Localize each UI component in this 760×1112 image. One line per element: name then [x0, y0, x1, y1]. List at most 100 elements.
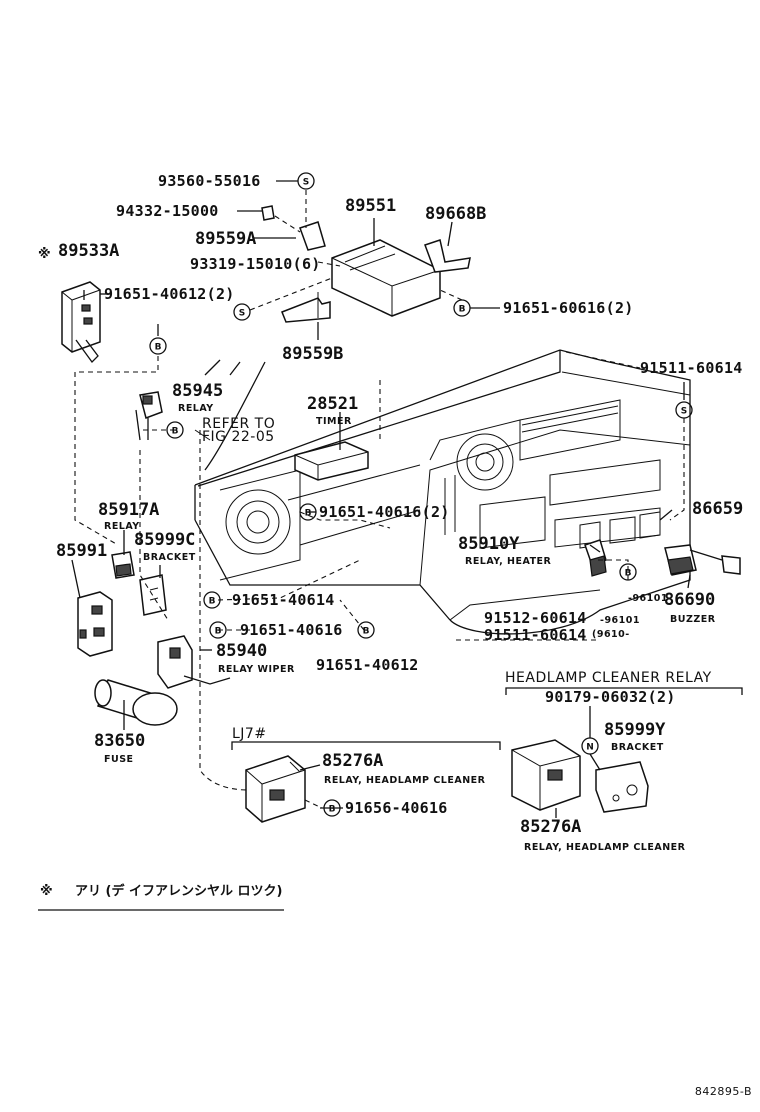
- symbol-b-3: B: [166, 421, 184, 439]
- svg-text:S: S: [681, 407, 687, 417]
- label-91651-60616-2: 91651-60616(2): [503, 299, 634, 317]
- symbol-b-7: B: [209, 621, 227, 639]
- label-91511-60614-top: 91511-60614: [640, 359, 743, 377]
- bracket-89559b-drawing: [281, 292, 331, 323]
- label-89533a: 89533A: [58, 241, 119, 261]
- bracket-89559a-drawing: [261, 205, 326, 251]
- caption-timer: TIMER: [316, 416, 352, 427]
- relay-85276a-drawing: [511, 739, 581, 811]
- label-86690: 86690: [664, 590, 715, 610]
- label-89559b: 89559B: [282, 344, 343, 364]
- relay-85276a-lj7-drawing: [245, 755, 306, 823]
- svg-text:S: S: [303, 178, 309, 188]
- instrument-panel-drawing: [194, 349, 691, 635]
- relay-89533a-drawing: [61, 281, 101, 363]
- label-86659: 86659: [692, 499, 743, 519]
- relay-85940-drawing: [157, 635, 231, 689]
- relay-85910y-drawing: [584, 539, 607, 577]
- caption-fig-22-05: FIG 22-05: [202, 429, 275, 445]
- caption-fuse: FUSE: [104, 754, 134, 765]
- label-91651-40616: 91651-40616: [240, 621, 343, 639]
- symbol-s-1: S: [297, 172, 315, 190]
- buzzer-86690-drawing: [664, 544, 741, 576]
- asterisk-mark: ※: [38, 247, 51, 262]
- caption-bracket-1: BRACKET: [143, 552, 196, 563]
- leader-lines: [71, 180, 691, 818]
- svg-text:N: N: [586, 743, 594, 753]
- fuse-83650-drawing: [94, 679, 178, 726]
- caption-refer-to: REFER TO: [202, 416, 275, 432]
- group-brackets: [231, 687, 743, 750]
- svg-text:B: B: [625, 569, 632, 579]
- footnote-mark: ※: [40, 884, 53, 899]
- caption-relay-wiper: RELAY WIPER: [218, 664, 295, 675]
- label-85940: 85940: [216, 641, 267, 661]
- bracket-85999y-drawing: [595, 761, 649, 813]
- label-94332-15000: 94332-15000: [116, 202, 219, 220]
- symbol-s-2: S: [233, 303, 251, 321]
- caption-relay-headlamp-cleaner-2: RELAY, HEADLAMP CLEANER: [524, 842, 686, 853]
- label-83650: 83650: [94, 731, 145, 751]
- label-89551: 89551: [345, 196, 396, 216]
- label-9610: (9610-: [592, 629, 630, 640]
- symbol-b-8: B: [357, 621, 375, 639]
- symbol-n-1: N: [581, 737, 599, 755]
- ecu-89551-drawing: [331, 239, 441, 317]
- symbol-b-9: B: [323, 799, 341, 817]
- caption-relay-headlamp-cleaner-1: RELAY, HEADLAMP CLEANER: [324, 775, 486, 786]
- svg-text:B: B: [329, 805, 336, 815]
- label-85276a-lj7: 85276A: [322, 751, 383, 771]
- svg-text:B: B: [209, 597, 216, 607]
- figure-id: 842895-B: [695, 1085, 752, 1098]
- symbol-b-4: B: [299, 503, 317, 521]
- symbol-b-2: B: [453, 299, 471, 317]
- svg-text:B: B: [305, 509, 312, 519]
- caption-buzzer: BUZZER: [670, 614, 716, 625]
- svg-text:S: S: [239, 309, 245, 319]
- footnote-text: アリ (デ イフアレンシヤル ロツク): [75, 883, 282, 899]
- label-89668b: 89668B: [425, 204, 486, 224]
- label-85917a: 85917A: [98, 500, 159, 520]
- label-91511-60614-bot: 91511-60614: [484, 626, 587, 644]
- footnote: ※ アリ (デ イフアレンシヤル ロツク): [38, 883, 284, 911]
- symbol-b-5: B: [619, 563, 637, 581]
- caption-relay-2: RELAY: [104, 521, 140, 532]
- svg-text:B: B: [155, 343, 162, 353]
- label-93560-55016: 93560-55016: [158, 172, 261, 190]
- label-93319-15010: 93319-15010(6): [190, 255, 321, 273]
- relay-85945-drawing: [135, 391, 163, 441]
- label-85910y: 85910Y: [458, 534, 520, 554]
- bracket-89668b-drawing: [424, 239, 471, 273]
- caption-relay-1: RELAY: [178, 403, 214, 414]
- label-90179-06032: 90179-06032(2): [545, 688, 676, 706]
- label-96101: -96101: [628, 593, 668, 604]
- caption-relay-heater: RELAY, HEATER: [465, 556, 552, 567]
- label-28521: 28521: [307, 394, 358, 414]
- symbol-b-1: B: [149, 337, 167, 355]
- label-85999c: 85999C: [134, 530, 195, 550]
- svg-text:B: B: [459, 305, 466, 315]
- symbol-b-6: B: [203, 591, 221, 609]
- svg-text:B: B: [363, 627, 370, 637]
- relay-85917a-drawing: [111, 551, 135, 579]
- caption-bracket-2: BRACKET: [611, 742, 664, 753]
- label-85276a: 85276A: [520, 817, 581, 837]
- label-91651-40616-2: 91651-40616(2): [319, 503, 450, 521]
- symbol-s-3: S: [675, 401, 693, 419]
- relay-85991-drawing: [77, 591, 113, 657]
- caption-headlamp-cleaner-relay: HEADLAMP CLEANER RELAY: [505, 670, 712, 686]
- label-91512-60614: 91512-60614: [484, 609, 587, 627]
- label-96101-b: -96101: [600, 615, 640, 626]
- svg-text:B: B: [215, 627, 222, 637]
- timer-28521-drawing: [294, 441, 369, 481]
- label-91651-40612: 91651-40612: [316, 656, 419, 674]
- label-91656-40616: 91656-40616: [345, 799, 448, 817]
- label-85945: 85945: [172, 381, 223, 401]
- label-89559a: 89559A: [195, 229, 256, 249]
- caption-lj7: LJ7#: [232, 726, 267, 742]
- label-91651-40612-2: 91651-40612(2): [104, 285, 235, 303]
- label-85999y: 85999Y: [604, 720, 666, 740]
- label-85991: 85991: [56, 541, 107, 561]
- svg-text:B: B: [172, 427, 179, 437]
